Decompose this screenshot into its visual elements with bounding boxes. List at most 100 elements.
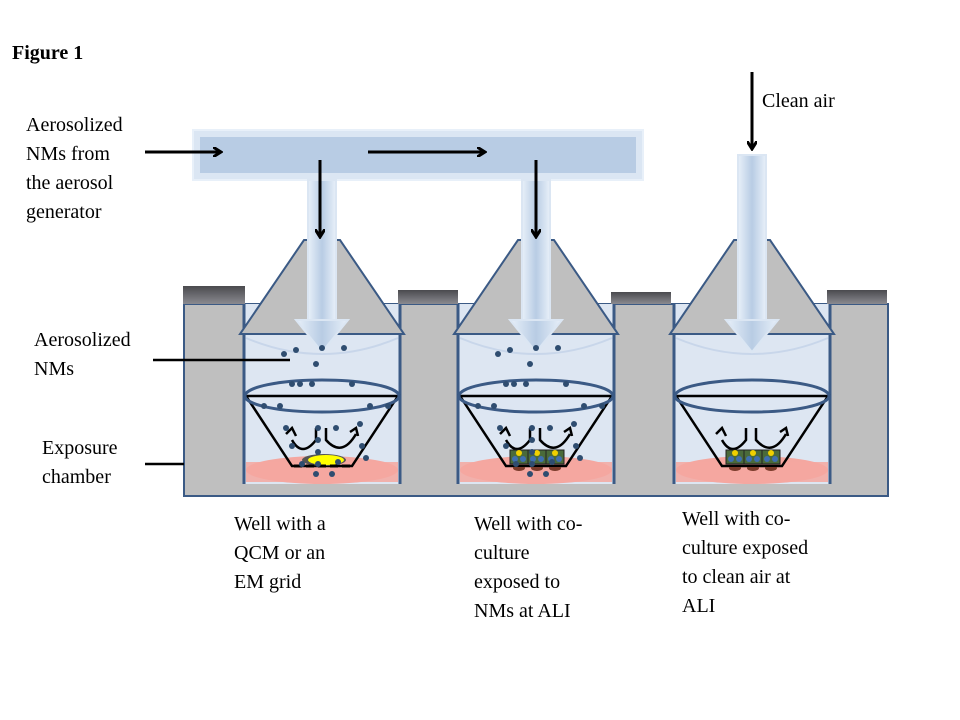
- inlet-pipe: [737, 154, 767, 321]
- flow-arrow: [538, 428, 572, 449]
- chamber-cap: [398, 290, 458, 304]
- cell-marker: [750, 450, 756, 456]
- nanoparticle: [283, 425, 289, 431]
- insert-rim: [457, 378, 615, 414]
- nanoparticle: [495, 351, 501, 357]
- well-caption: Well with a QCM or an EM grid: [234, 513, 326, 593]
- insert-funnel: [243, 394, 401, 468]
- well-caption: Well with co- culture exposed to clean a…: [682, 508, 809, 617]
- nanoparticle: [333, 425, 339, 431]
- nanoparticle: [289, 381, 295, 387]
- cell-marker: [516, 450, 522, 456]
- nanoparticle: [315, 425, 321, 431]
- label-clean-air: Clean air: [762, 90, 835, 112]
- nanoparticle: [363, 455, 369, 461]
- nanoparticle: [313, 361, 319, 367]
- cell-marker: [552, 450, 558, 456]
- flow-arrow-head: [285, 425, 298, 437]
- nanoparticle: [349, 381, 355, 387]
- insert-rim: [673, 378, 831, 414]
- cell-marker: [768, 450, 774, 456]
- flow-arrow-head: [349, 425, 360, 437]
- inlet-rim: [459, 337, 613, 355]
- cell-nucleus: [530, 456, 536, 462]
- cell-marker: [534, 450, 540, 456]
- label-aerosol-source: Aerosolized NMs from the aerosol generat…: [26, 114, 123, 223]
- nanoparticle: [581, 403, 587, 409]
- cell-nucleus: [520, 456, 526, 462]
- nanoparticle: [367, 403, 373, 409]
- nanoparticle: [529, 425, 535, 431]
- nanoparticle: [555, 345, 561, 351]
- nanoparticle: [261, 403, 267, 409]
- nanoparticle: [297, 381, 303, 387]
- chamber-cap: [827, 290, 887, 304]
- nanoparticle: [357, 421, 363, 427]
- label-aerosolized-nms: Aerosolized NMs: [34, 329, 131, 380]
- nanoparticle: [315, 437, 321, 443]
- inlet-rim: [675, 337, 829, 355]
- inlet-pipe: [307, 179, 337, 321]
- cell-marker: [732, 450, 738, 456]
- nanoparticle: [293, 347, 299, 353]
- nanoparticle: [507, 347, 513, 353]
- inlet-pipe-tip: [293, 319, 351, 354]
- insert-rim: [243, 378, 401, 414]
- cell-nucleus: [556, 456, 562, 462]
- nanoparticle: [475, 403, 481, 409]
- nanoparticle: [299, 461, 305, 467]
- nanoparticle: [503, 381, 509, 387]
- nanoparticle: [341, 345, 347, 351]
- cell-nucleus: [746, 456, 752, 462]
- cell-nucleus: [512, 456, 518, 462]
- nanoparticle: [511, 381, 517, 387]
- nanoparticle: [527, 361, 533, 367]
- nanoparticle: [533, 345, 539, 351]
- nanoparticle: [573, 443, 579, 449]
- nanoparticle: [385, 403, 391, 409]
- flow-arrow-head: [715, 425, 728, 437]
- nanoparticle: [281, 351, 287, 357]
- cell-nucleus: [728, 456, 734, 462]
- nanoparticle: [277, 403, 283, 409]
- inlet-pipe-tip: [723, 319, 781, 354]
- nanoparticle: [315, 449, 321, 455]
- nanoparticle: [309, 381, 315, 387]
- nanoparticle: [543, 471, 549, 477]
- nanoparticle: [313, 471, 319, 477]
- well-caption: Well with co- culture exposed to NMs at …: [474, 513, 583, 622]
- nanoparticle: [547, 425, 553, 431]
- inlet-pipe-tip: [507, 319, 565, 354]
- nanoparticle: [359, 443, 365, 449]
- nanoparticle: [315, 461, 321, 467]
- culture-medium: [246, 462, 398, 482]
- nanoparticle: [563, 381, 569, 387]
- nanoparticle: [335, 459, 341, 465]
- nanoparticle: [577, 455, 583, 461]
- flow-arrow: [754, 428, 788, 449]
- nanoparticle: [319, 345, 325, 351]
- nanoparticle: [529, 437, 535, 443]
- label-exposure-chamber: Exposure chamber: [42, 437, 118, 488]
- chamber-cap: [611, 292, 671, 304]
- nanoparticle: [529, 461, 535, 467]
- cell-nucleus: [736, 456, 742, 462]
- cell-nucleus: [538, 456, 544, 462]
- flow-arrow-head: [499, 425, 512, 437]
- figure-title: Figure 1: [12, 42, 84, 64]
- cell-nucleus: [764, 456, 770, 462]
- nanoparticle: [329, 471, 335, 477]
- nanoparticle: [513, 461, 519, 467]
- nanoparticle: [599, 403, 605, 409]
- nanoparticle: [523, 381, 529, 387]
- flow-arrow-head: [779, 425, 790, 437]
- chamber-cap: [183, 286, 245, 304]
- flow-arrow-head: [563, 425, 574, 437]
- culture-medium: [676, 462, 828, 482]
- cell-nucleus: [772, 456, 778, 462]
- nanoparticle: [527, 471, 533, 477]
- inlet-rim: [245, 337, 399, 355]
- aerosol-duct-inner: [200, 137, 636, 173]
- flow-arrow: [720, 428, 748, 451]
- cell-nucleus: [754, 456, 760, 462]
